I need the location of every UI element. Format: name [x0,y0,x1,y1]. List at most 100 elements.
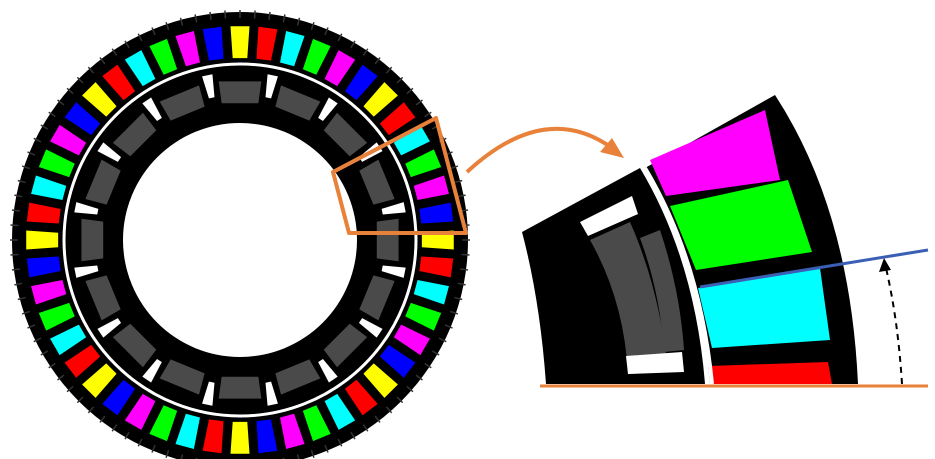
rotor-magnet [218,376,262,399]
stator-tooth-mark [454,179,463,184]
stator-slot [393,324,430,356]
rotor-flux-barrier [358,318,383,338]
stator-tooth-mark [282,14,286,23]
stator-tooth-mark [40,124,49,130]
stator-tooth-mark [57,374,65,381]
rotor-magnet [590,222,668,374]
stator-slot [419,202,454,224]
stator-tooth-mark [461,253,470,256]
stator-tooth-mark [17,179,26,184]
stator-tooth-mark [431,350,440,356]
rotor-flux-barrier [381,202,406,215]
stator-tooth-mark [17,296,26,301]
rotor-flux-barrier [74,265,99,278]
rotor-flux-barrier [142,97,162,122]
stator-slot [149,38,178,75]
dashed-curved-arrow-icon [879,258,903,385]
stator-slot [50,124,87,156]
stator-slot [26,230,59,250]
stator-tooth-mark [396,76,404,84]
stator-tooth-mark [87,406,95,414]
stator-slot [421,230,454,250]
rotor-flux-barrier [381,265,406,278]
angle-line [699,248,929,289]
stator-tooth-mark [324,27,329,36]
rotor-magnet [275,85,321,121]
stator-tooth-mark [438,337,447,343]
stator-tooth-mark [406,385,414,393]
stator-slot-magenta [650,110,780,196]
stator-slot [363,82,398,117]
stator-tooth-mark [48,111,56,118]
rotor-poles [74,74,406,406]
stator-slot [302,38,331,75]
stator-tooth-mark [449,165,459,170]
stator-slot [344,64,378,101]
stator-tooth-mark [415,374,423,381]
stator-tooth-mark [406,87,414,95]
stator-slot [230,26,250,59]
rotor-magnet [275,359,321,395]
stator-slot [175,413,200,449]
stator-tooth-mark [296,17,301,26]
rotor-flux-barrier [97,142,122,162]
stator-slots [26,26,454,454]
stator-tooth-mark [179,17,184,26]
stator-tooth-mark [374,57,381,65]
stator-tooth-mark [40,350,49,356]
rotor-flux-barrier [97,318,122,338]
stator-tooth-mark [362,424,369,432]
stator-tooth-mark [10,253,19,256]
stator-tooth-mark [165,21,170,31]
stator-slot [102,379,136,416]
stator-tooth-mark [124,431,130,440]
stator-slot [26,202,61,224]
stator-tooth-mark [165,449,170,459]
stator-slot [38,302,75,331]
stator-tooth-mark [457,194,466,198]
stator-tooth-mark [296,454,300,459]
rotor-flux-barrier [265,74,278,99]
stator-tooth-mark [14,282,23,286]
stator-tooth-mark [385,66,393,74]
stator-tooth-mark [444,324,453,329]
stator-slot [31,280,67,305]
zoom-region-box [331,116,468,235]
stator-tooth-mark [151,27,156,36]
stator-tooth-mark [460,268,469,271]
stator-slot [38,149,75,178]
rotor-flux-barrier [318,358,338,383]
stator-tooth-mark [415,99,423,106]
stator-tooth-mark [224,10,227,19]
stator-tooth-mark [33,137,42,143]
stator-slot-cyan [698,268,830,348]
air-gap-line [643,166,714,385]
stator-slot [344,379,378,416]
flux-barrier-top [580,196,638,236]
rotor-magnet-inner [640,230,684,352]
stator-slot [26,256,61,278]
curved-arrow-icon [465,126,624,174]
stator-tooth-mark [350,40,356,49]
stator-tooth-mark [111,48,118,56]
stator-tooth-mark [457,282,466,286]
stator-slot [202,26,224,61]
stator-tooth-mark [27,324,36,329]
stator-tooth-mark [454,296,463,301]
stator-tooth-mark [137,438,143,447]
stator-tooth-mark [324,444,329,453]
rotor-flux-barrier [202,74,215,99]
air-gap-outer-line [62,62,418,418]
rotor-magnet [323,323,368,368]
stator-slot [64,102,101,136]
stator-tooth-mark [48,362,56,369]
stator-slot [256,26,278,61]
stator-tooth-mark [76,76,84,84]
stator-tooth-mark [66,87,74,95]
stator-slot [64,344,101,378]
rotor-magnet [323,112,368,157]
stator-tooth-mark [14,194,23,198]
stator-slot [280,413,305,449]
stator-tooth-mark [396,396,404,404]
